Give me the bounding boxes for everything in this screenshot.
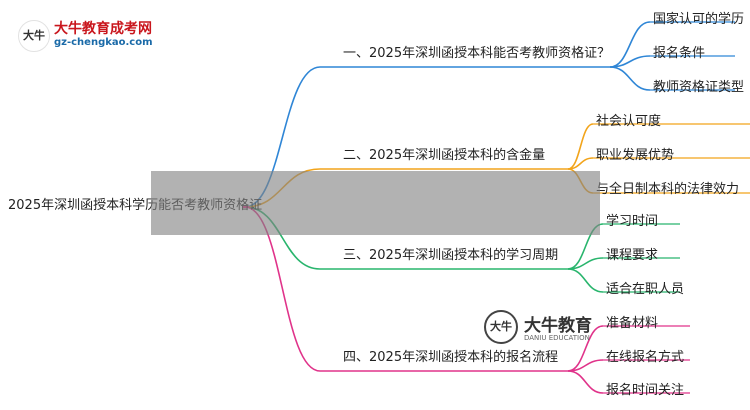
leaf-1-1-connector xyxy=(609,21,651,68)
branch-1-label: 一、2025年深圳函授本科能否考教师资格证？ xyxy=(343,46,611,61)
logo-emblem-icon: 大牛 xyxy=(18,20,50,52)
leaf-3-3-connector xyxy=(567,268,604,293)
leaf-2-1-connector xyxy=(567,123,594,170)
site-url: gz-chengkao.com xyxy=(54,37,153,48)
branch-3-label: 三、2025年深圳函授本科的学习周期 xyxy=(343,248,559,263)
leaf-1-3: 教师资格证类型 xyxy=(653,80,745,95)
watermark-logo: 大牛 大牛教育 DANIU EDUCATION xyxy=(484,308,604,348)
leaf-1-3-connector xyxy=(609,66,651,91)
leaf-3-2: 课程要求 xyxy=(606,248,659,263)
watermark-name: 大牛教育 xyxy=(524,316,592,336)
leaf-4-1: 准备材料 xyxy=(606,316,659,331)
branch-2-label: 二、2025年深圳函授本科的含金量 xyxy=(343,148,546,163)
branch-4-label: 四、2025年深圳函授本科的报名流程 xyxy=(343,350,559,365)
site-title: 大牛教育成考网 xyxy=(54,21,152,37)
watermark-sub: DANIU EDUCATION xyxy=(524,334,590,342)
leaf-4-1-connector xyxy=(567,325,604,372)
leaf-1-2: 报名条件 xyxy=(653,46,706,61)
site-logo: 大牛 大牛教育成考网 gz-chengkao.com xyxy=(14,18,164,58)
leaf-2-3: 与全日制本科的法律效力 xyxy=(596,182,740,197)
leaf-3-3: 适合在职人员 xyxy=(606,282,685,297)
leaf-4-3-connector xyxy=(567,370,604,394)
leaf-4-3: 报名时间关注 xyxy=(606,383,685,398)
watermark-emblem-icon: 大牛 xyxy=(484,310,518,344)
gray-overlay-box xyxy=(151,171,600,235)
leaf-1-1: 国家认可的学历 xyxy=(653,12,745,27)
leaf-2-1: 社会认可度 xyxy=(596,114,662,129)
leaf-4-2: 在线报名方式 xyxy=(606,350,685,365)
leaf-2-2: 职业发展优势 xyxy=(596,148,675,163)
leaf-3-1: 学习时间 xyxy=(606,214,659,229)
